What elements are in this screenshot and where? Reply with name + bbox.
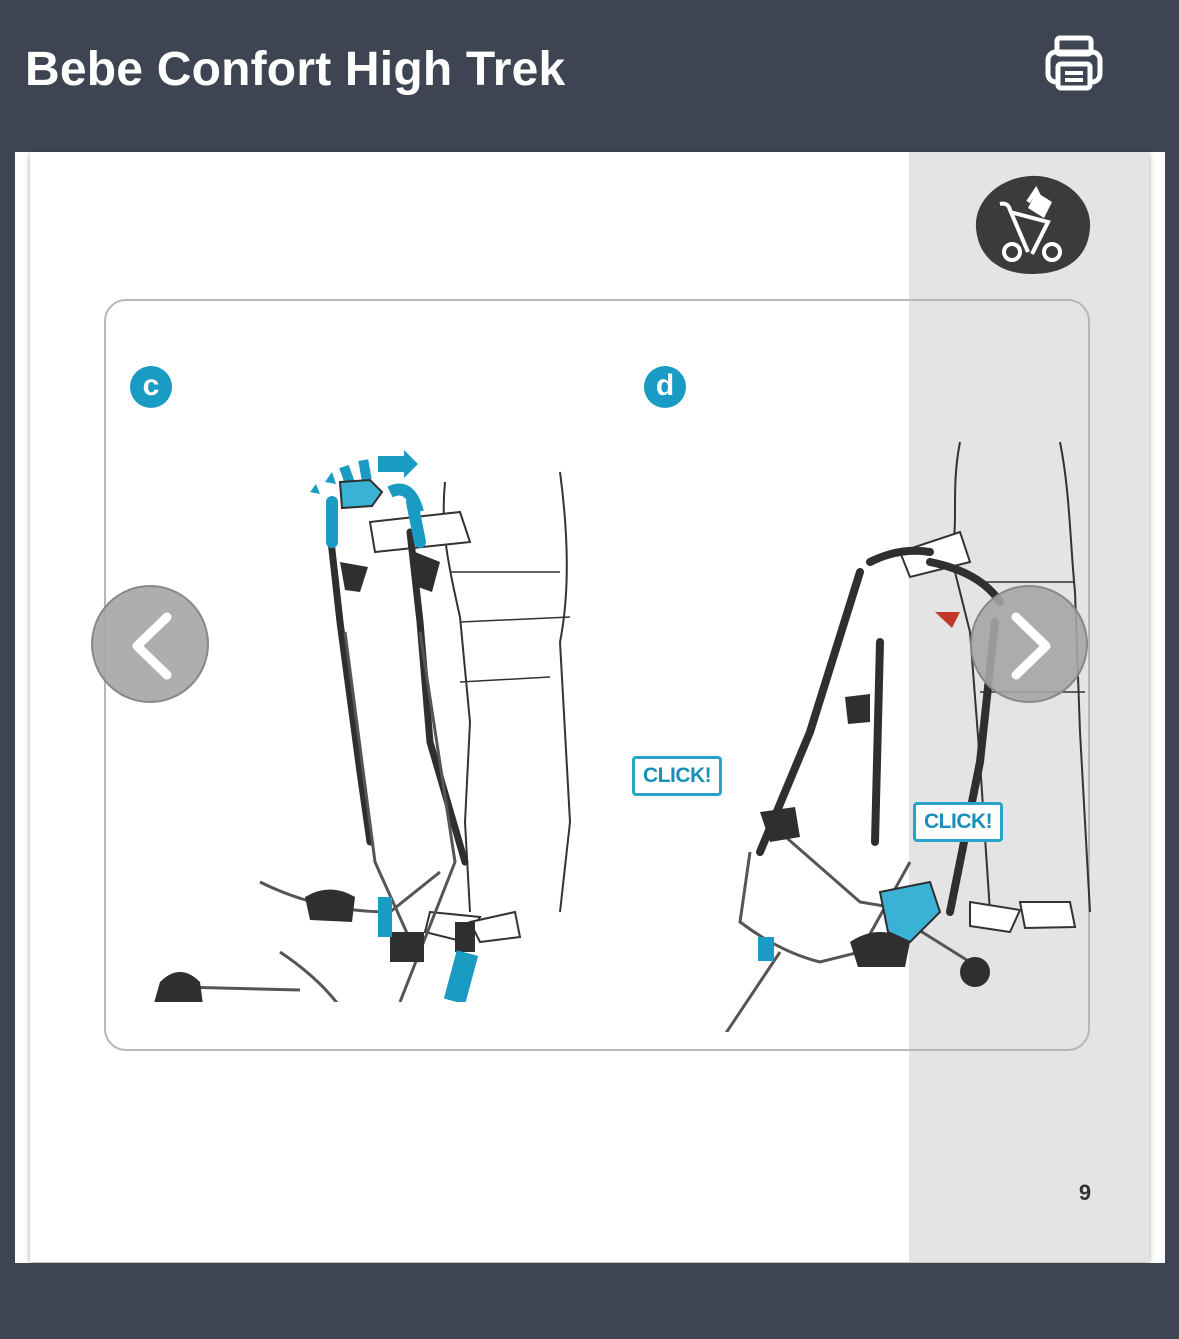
step-marker-d: d [644,366,686,408]
page-side-band [909,152,1149,1262]
app-footer [0,1263,1179,1339]
step-marker-c: c [130,366,172,408]
print-button[interactable] [1040,34,1110,96]
app-header: Bebe Confort High Trek [0,0,1179,152]
chevron-left-icon [132,612,172,680]
page-number: 9 [1078,1180,1092,1205]
previous-page-button[interactable] [91,585,209,703]
manual-page: c d [30,152,1149,1262]
printer-icon [1045,35,1103,91]
chevron-right-icon [1011,612,1051,680]
stroller-fold-icon [975,175,1091,274]
click-label-1: CLICK! [632,756,723,796]
illustration-step-d [724,441,1091,1032]
illustration-step-c [154,450,572,1002]
click-label-2: CLICK! [913,802,1004,842]
document-title: Bebe Confort High Trek [25,43,566,96]
next-page-button[interactable] [970,585,1088,703]
